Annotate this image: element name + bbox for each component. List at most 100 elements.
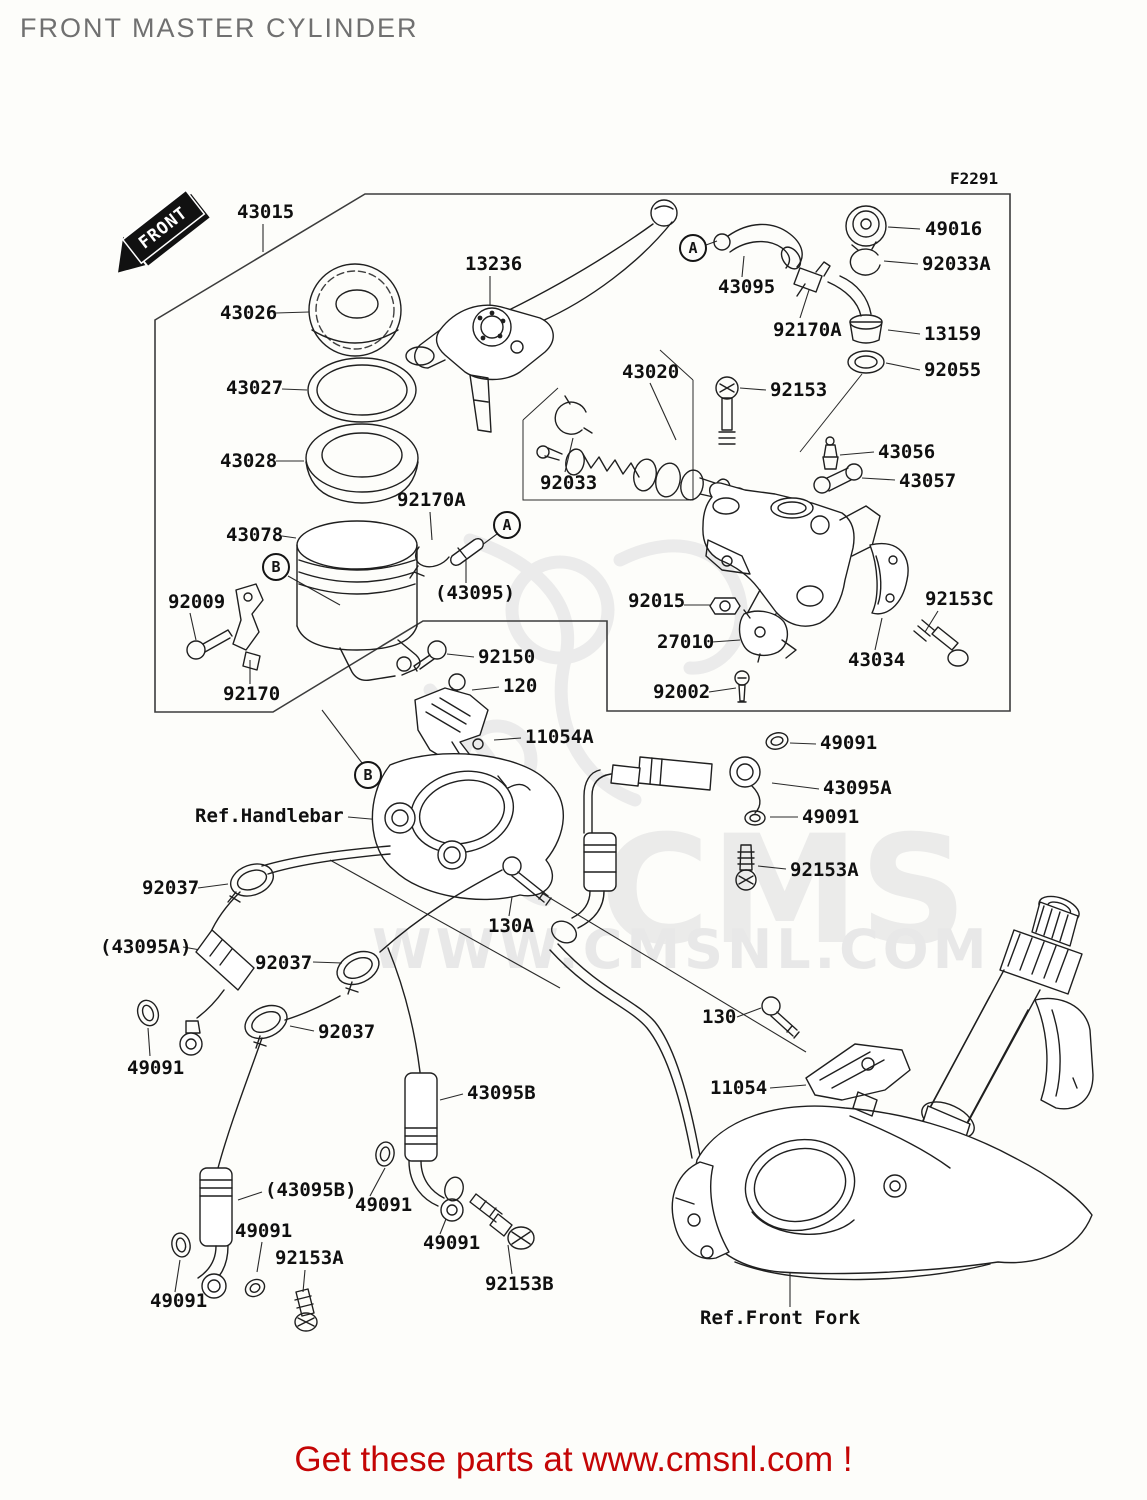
part-label-43028[interactable]: 43028 bbox=[220, 450, 278, 472]
hose-mid-lower bbox=[549, 769, 701, 1159]
ref-label-Ref.Handlebar: Ref.Handlebar bbox=[195, 805, 344, 827]
hose-clamp-92170a-upper bbox=[793, 261, 831, 297]
snap-ring-92033a bbox=[849, 241, 881, 276]
part-label-92009[interactable]: 92009 bbox=[168, 591, 226, 613]
part-label-43095B[interactable]: 43095B bbox=[467, 1082, 536, 1104]
part-label-43095A[interactable]: (43095A) bbox=[100, 936, 192, 958]
cap-ring-43027 bbox=[307, 357, 417, 423]
part-label-49091[interactable]: 49091 bbox=[355, 1194, 413, 1216]
bolt-92150 bbox=[413, 640, 447, 672]
part-label-43034[interactable]: 43034 bbox=[848, 649, 906, 671]
part-label-43020[interactable]: 43020 bbox=[622, 361, 680, 383]
ref-label-Ref.Front Fork: Ref.Front Fork bbox=[700, 1307, 861, 1329]
part-label-49016[interactable]: 49016 bbox=[925, 218, 983, 240]
bracket-11054 bbox=[805, 1043, 911, 1117]
part-label-92037[interactable]: 92037 bbox=[318, 1021, 376, 1043]
callout-badge-A: A bbox=[679, 234, 707, 262]
brake-lever-13236 bbox=[405, 199, 678, 433]
part-label-92055[interactable]: 92055 bbox=[924, 359, 982, 381]
part-label-13236[interactable]: 13236 bbox=[465, 253, 523, 275]
hose-43095b-paren bbox=[171, 1167, 266, 1299]
washer-49016 bbox=[845, 205, 887, 247]
bolt-92009 bbox=[186, 629, 233, 660]
callout-badge-A: A bbox=[493, 511, 521, 539]
part-label-49091[interactable]: 49091 bbox=[423, 1232, 481, 1254]
hose-43095-lower-right bbox=[827, 275, 883, 344]
part-label-130[interactable]: 130 bbox=[702, 1006, 737, 1028]
diagram-frame bbox=[154, 193, 1011, 713]
part-label-43095A[interactable]: 43095A bbox=[823, 777, 892, 799]
bolt-130a bbox=[502, 856, 552, 906]
part-label-92170[interactable]: 92170 bbox=[223, 683, 281, 705]
part-label-92037[interactable]: 92037 bbox=[255, 952, 313, 974]
piston-kit-bracket bbox=[522, 349, 694, 501]
front-direction-badge: FRONT bbox=[118, 189, 210, 273]
part-label-49091[interactable]: 49091 bbox=[127, 1057, 185, 1079]
part-label-92153[interactable]: 92153 bbox=[770, 379, 828, 401]
part-label-11054[interactable]: 11054 bbox=[710, 1077, 768, 1099]
banjo-bolt-92153 bbox=[715, 376, 739, 445]
part-label-92153A[interactable]: 92153A bbox=[275, 1247, 344, 1269]
bracket-11054a bbox=[414, 687, 489, 763]
part-label-49091[interactable]: 49091 bbox=[820, 732, 878, 754]
watermark-url-text: WWW.CMSNL.COM bbox=[372, 918, 990, 981]
part-label-92153A[interactable]: 92153A bbox=[790, 859, 859, 881]
pin-43095-paren bbox=[450, 538, 484, 566]
bolt-92153a-lower bbox=[294, 1288, 318, 1332]
bracket-92170 bbox=[232, 583, 264, 671]
part-label-92033A[interactable]: 92033A bbox=[922, 253, 991, 275]
reservoir-cap-43026 bbox=[308, 263, 402, 357]
part-label-43095B[interactable]: (43095B) bbox=[265, 1179, 357, 1201]
bleeder-valve-43056 bbox=[822, 436, 839, 470]
banjo-bolt-92153a-upper bbox=[735, 844, 757, 891]
part-label-92033[interactable]: 92033 bbox=[540, 472, 598, 494]
hose-43095b bbox=[375, 1072, 464, 1222]
part-label-130A[interactable]: 130A bbox=[488, 915, 534, 937]
master-cylinder-body bbox=[702, 482, 881, 627]
hose-runs bbox=[217, 869, 503, 1169]
part-label-11054A[interactable]: 11054A bbox=[525, 726, 594, 748]
handlebar-holder-ref bbox=[371, 752, 565, 901]
hose-clamps-92037 bbox=[227, 863, 380, 1049]
part-label-49091[interactable]: 49091 bbox=[802, 806, 860, 828]
part-label-92037[interactable]: 92037 bbox=[142, 877, 200, 899]
part-label-92153B[interactable]: 92153B bbox=[485, 1273, 554, 1295]
part-label-43026[interactable]: 43026 bbox=[220, 302, 278, 324]
part-label-43015[interactable]: 43015 bbox=[237, 201, 295, 223]
part-label-43095[interactable]: (43095) bbox=[435, 582, 516, 604]
callout-badge-B: B bbox=[354, 761, 382, 789]
cms-watermark-logo: CMS WWW.CMSNL.COM bbox=[372, 533, 990, 981]
bolt-130 bbox=[761, 996, 800, 1039]
part-label-43027[interactable]: 43027 bbox=[226, 377, 284, 399]
callout-badge-B: B bbox=[262, 553, 290, 581]
nut-92015 bbox=[709, 597, 741, 615]
link-43057 bbox=[813, 463, 863, 494]
part-label-92150[interactable]: 92150 bbox=[478, 646, 536, 668]
bolt-92153c bbox=[913, 619, 969, 667]
part-label-120[interactable]: 120 bbox=[503, 675, 538, 697]
part-label-49091[interactable]: 49091 bbox=[235, 1220, 293, 1242]
part-label-43057[interactable]: 43057 bbox=[899, 470, 957, 492]
screw-92002 bbox=[734, 670, 750, 703]
part-label-92170A[interactable]: 92170A bbox=[397, 489, 466, 511]
part-label-43078[interactable]: 43078 bbox=[226, 524, 284, 546]
part-label-92002[interactable]: 92002 bbox=[653, 681, 711, 703]
bolt-92153b bbox=[469, 1193, 535, 1250]
part-label-13159[interactable]: 13159 bbox=[924, 323, 982, 345]
part-label-43056[interactable]: 43056 bbox=[878, 441, 936, 463]
figure-code: F2291 bbox=[950, 169, 999, 188]
part-label-27010[interactable]: 27010 bbox=[657, 631, 715, 653]
footer-promo-link[interactable]: Get these parts at www.cmsnl.com ! bbox=[294, 1440, 853, 1479]
part-label-49091[interactable]: 49091 bbox=[150, 1290, 208, 1312]
part-label-92153C[interactable]: 92153C bbox=[925, 588, 994, 610]
part-label-92170A[interactable]: 92170A bbox=[773, 319, 842, 341]
part-label-43095[interactable]: 43095 bbox=[718, 276, 776, 298]
hose-assembly-43095a bbox=[610, 732, 789, 826]
hose-43095-upper bbox=[713, 223, 803, 270]
reservoir-body-43078 bbox=[296, 520, 421, 682]
clamp-92170a-lower bbox=[409, 546, 450, 579]
diaphragm-43028 bbox=[305, 423, 419, 504]
part-label-92015[interactable]: 92015 bbox=[628, 590, 686, 612]
